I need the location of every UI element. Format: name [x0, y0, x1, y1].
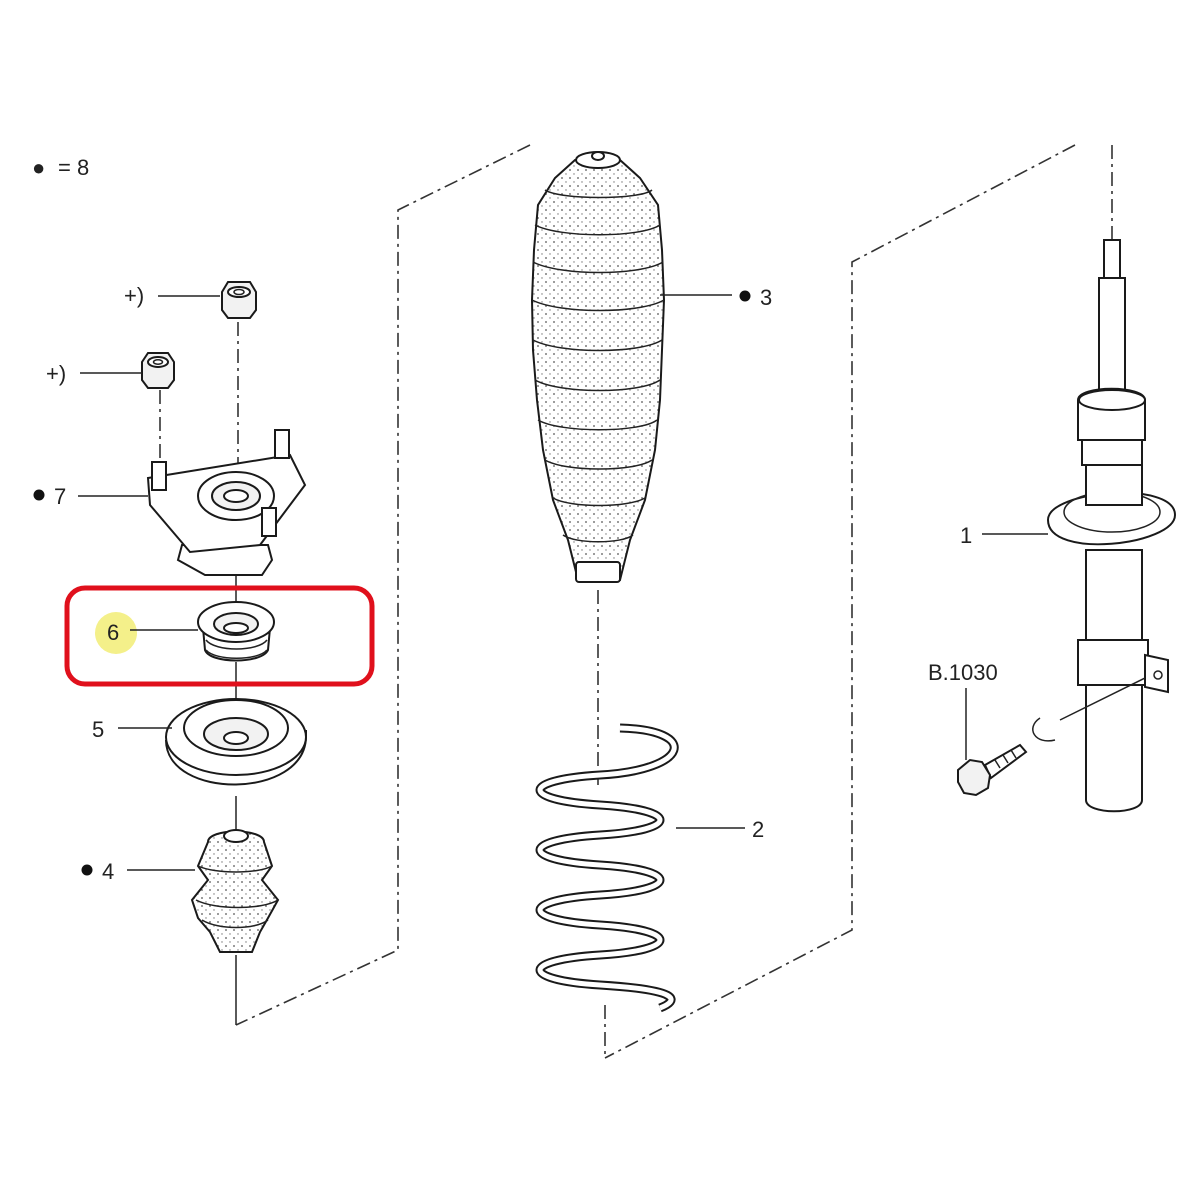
item-2-coil-spring: [535, 723, 679, 1013]
item-6-bump-stop-seat: [197, 601, 275, 662]
callout-bolt-ref: B.1030: [928, 660, 998, 685]
assembly-axis-lines: [159, 145, 1113, 1058]
highlight-marker-item-6: [95, 612, 137, 654]
top-nut-b: [141, 352, 175, 389]
callout-nut-b: +): [46, 361, 66, 386]
item-3-dust-boot: [530, 151, 666, 583]
bolt-b1030: [957, 743, 1028, 797]
item-4-bump-stop: [190, 829, 280, 953]
callout-1: 1: [960, 523, 972, 548]
callout-2: 2: [752, 817, 764, 842]
item-5-spring-seat: [165, 698, 307, 786]
dot-marker-4: [81, 864, 93, 876]
highlight-frame-item-6: [64, 585, 375, 687]
callout-4: 4: [102, 859, 114, 884]
item-1-shock-absorber: [1032, 239, 1177, 813]
top-nut-a: [221, 281, 257, 319]
legend-text: = 8: [58, 155, 89, 180]
callout-5: 5: [92, 717, 104, 742]
dot-marker-3: [739, 290, 751, 302]
callout-3: 3: [760, 285, 772, 310]
legend: ● = 8: [32, 155, 89, 180]
callout-6: 6: [107, 620, 119, 645]
leader-lines: [78, 294, 1048, 871]
dot-marker-7: [33, 489, 45, 501]
item-7-top-mount: [146, 429, 307, 576]
group-frame-left: [235, 144, 531, 1026]
callout-nut-a: +): [124, 283, 144, 308]
callout-7: 7: [54, 484, 66, 509]
callouts: +) +) 7 6 5 4 3 2 1 B.1030: [33, 283, 998, 884]
legend-marker: ●: [32, 155, 45, 180]
group-frame-right: [604, 144, 1076, 1059]
